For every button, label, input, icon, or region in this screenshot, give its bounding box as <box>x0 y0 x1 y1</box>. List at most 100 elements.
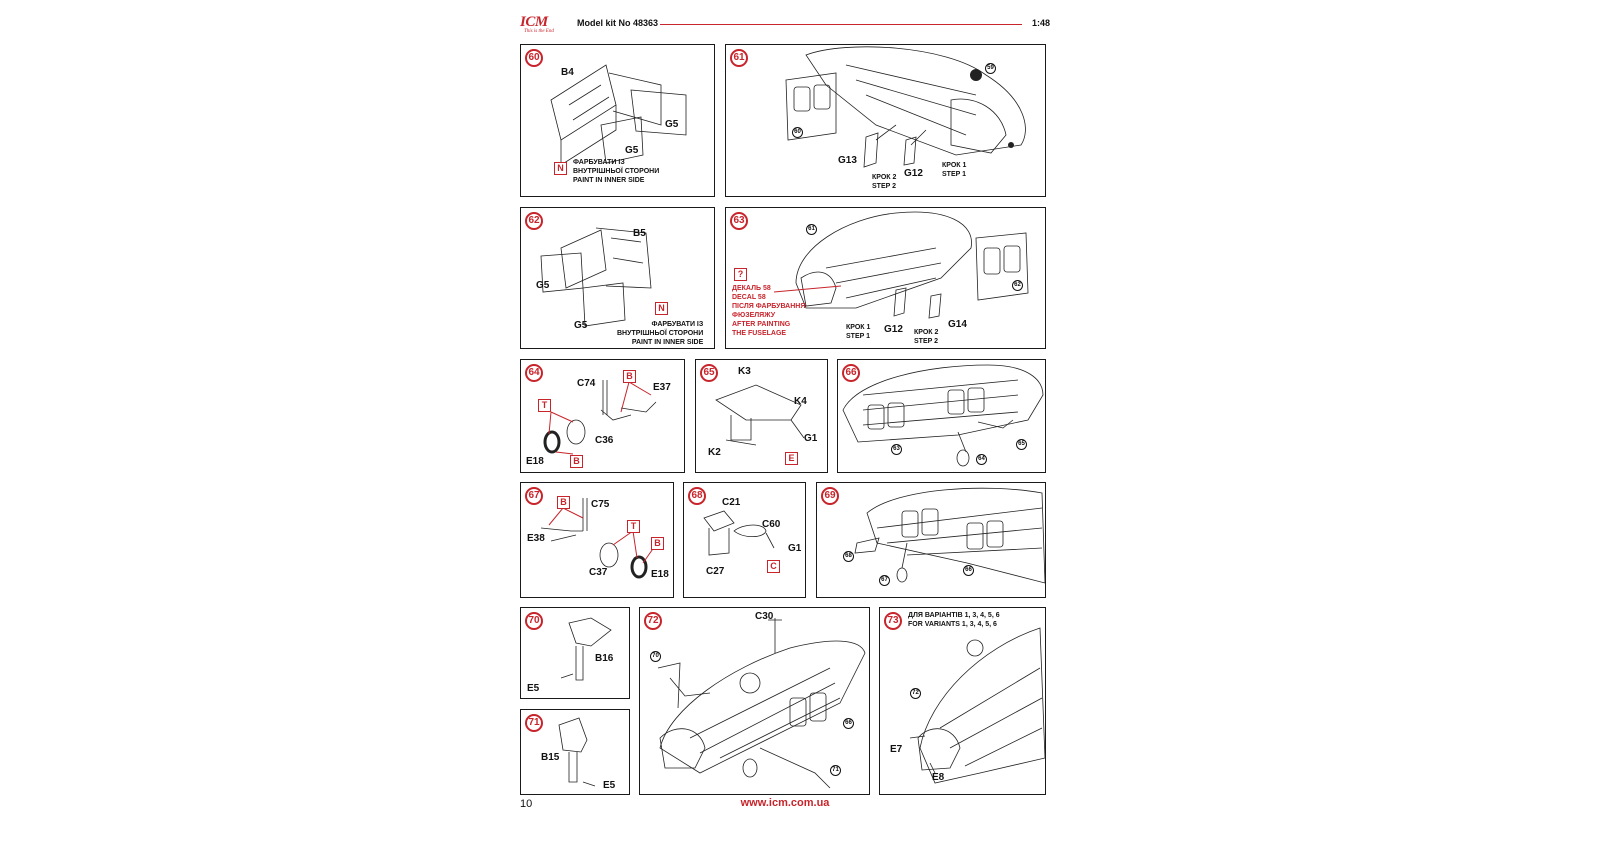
part-g5: G5 <box>665 119 679 130</box>
part-b5: B5 <box>633 228 646 239</box>
step-67-panel: 67 B C75 E38 T B C37 E18 <box>520 482 674 598</box>
part-k2: K2 <box>708 447 721 458</box>
step-71-panel: 71 B15 E5 <box>520 709 630 795</box>
paint-note: ФАРБУВАТИ ІЗ ВНУТРІШНЬОЇ СТОРОНИ PAINT I… <box>573 159 660 184</box>
ref-70: 70 <box>650 651 661 662</box>
part-g1: G1 <box>788 543 802 554</box>
step-71-number: 71 <box>525 714 543 732</box>
part-c27: C27 <box>706 566 725 577</box>
step-1-note: КРОК 1 STEP 1 <box>846 324 871 340</box>
part-b15: B15 <box>541 752 560 763</box>
step-61-number: 61 <box>730 49 748 67</box>
ref-67: 67 <box>879 575 890 586</box>
step-64-number: 64 <box>525 364 543 382</box>
ref-61: 61 <box>806 224 817 235</box>
paint-note: ФАРБУВАТИ ІЗ ВНУТРІШНЬОЇ СТОРОНИ PAINT I… <box>617 321 704 346</box>
paint-mark-c: C <box>767 560 780 573</box>
step-68-drawing <box>703 510 775 556</box>
icm-logo: ICM This is the End <box>520 14 554 34</box>
scale-label: 1:48 <box>1031 18 1050 28</box>
step-70-panel: 70 B16 E5 <box>520 607 630 699</box>
part-e38: E38 <box>527 533 545 544</box>
kit-number: Model kit No 48363 <box>577 18 659 28</box>
page-number: 10 <box>520 798 533 810</box>
ref-59: 59 <box>985 63 996 74</box>
header-rule <box>660 24 1022 25</box>
step-66-drawing <box>842 364 1044 467</box>
part-e7: E7 <box>890 744 903 755</box>
step-63-number: 63 <box>730 212 748 230</box>
step-72-number: 72 <box>644 612 662 630</box>
step-60-number: 60 <box>525 49 543 67</box>
part-g12: G12 <box>904 168 923 179</box>
decal-note: ДЕКАЛЬ 58 DECAL 58 ПІСЛЯ ФАРБУВАННЯ ФЮЗЕ… <box>732 285 806 337</box>
step-70-drawing <box>560 617 612 681</box>
ref-66: 66 <box>963 565 974 576</box>
part-c36: C36 <box>595 435 614 446</box>
paint-mark-b: B <box>557 496 570 509</box>
step-70-number: 70 <box>525 612 543 630</box>
step-69-drawing <box>854 487 1045 584</box>
step-66-number: 66 <box>842 364 860 382</box>
part-g5: G5 <box>536 280 550 291</box>
page-header: ICM This is the End Model kit No 48363 1… <box>520 14 1050 36</box>
step-1-note: КРОК 1 STEP 1 <box>942 162 967 178</box>
paint-mark-t: T <box>538 399 551 412</box>
step-73-number: 73 <box>884 612 902 630</box>
step-65-panel: 65 K3 K4 G1 K2 E <box>695 359 828 473</box>
paint-mark-b: B <box>623 370 636 383</box>
part-e37: E37 <box>653 382 671 393</box>
step-73-drawing <box>909 627 1045 784</box>
step-65-drawing <box>715 384 805 446</box>
part-g13: G13 <box>838 155 857 166</box>
step-62-drawing <box>540 227 652 327</box>
ref-63: 63 <box>891 444 902 455</box>
step-60-panel: 60 B4 G5 G5 N ФАРБУВАТИ ІЗ ВНУТРІШНЬОЇ С… <box>520 44 715 197</box>
part-c21: C21 <box>722 497 741 508</box>
step-67-number: 67 <box>525 487 543 505</box>
part-c75: C75 <box>591 499 610 510</box>
website-link[interactable]: www.icm.com.ua <box>740 797 830 809</box>
paint-mark-n: N <box>554 162 567 175</box>
ref-65: 65 <box>1016 439 1027 450</box>
step-61-drawing <box>785 46 1026 168</box>
part-e5: E5 <box>527 683 540 694</box>
step-62-panel: 62 B5 G5 G5 N ФАРБУВАТИ ІЗ ВНУТРІШНЬОЇ С… <box>520 207 715 349</box>
part-k3: K3 <box>738 366 751 377</box>
decal-mark: ? <box>734 268 747 281</box>
part-e18: E18 <box>651 569 669 580</box>
step-72-panel: 72 C30 70 66 71 <box>639 607 870 795</box>
part-g5: G5 <box>574 320 588 331</box>
step-68-number: 68 <box>688 487 706 505</box>
paint-mark-n: N <box>655 302 668 315</box>
step-63-drawing <box>773 211 1029 319</box>
paint-mark-t: T <box>627 520 640 533</box>
part-b16: B16 <box>595 653 614 664</box>
part-c30: C30 <box>755 611 774 622</box>
step-73-panel: 73 ДЛЯ ВАРІАНТІВ 1, 3, 4, 5, 6 FOR VARIA… <box>879 607 1046 795</box>
step-66-panel: 66 63 64 65 <box>837 359 1046 473</box>
paint-mark-e: E <box>785 452 798 465</box>
step-64-panel: 64 C74 B E37 T C36 E18 B <box>520 359 685 473</box>
paint-mark-b: B <box>651 537 664 550</box>
ref-72: 72 <box>910 688 921 699</box>
part-g5: G5 <box>625 145 639 156</box>
step-63-panel: 63 61 62 ? ДЕКАЛЬ 58 DECAL 58 ПІСЛЯ ФАРБ… <box>725 207 1046 349</box>
step-69-number: 69 <box>821 487 839 505</box>
part-c60: C60 <box>762 519 781 530</box>
paint-mark-b: B <box>570 455 583 468</box>
ref-66: 66 <box>843 718 854 729</box>
ref-64: 64 <box>976 454 987 465</box>
step-2-note: КРОК 2 STEP 2 <box>872 174 897 190</box>
part-b4: B4 <box>561 67 574 78</box>
part-g1: G1 <box>804 433 818 444</box>
step-68-panel: 68 C21 C60 G1 C27 C <box>683 482 806 598</box>
step-62-number: 62 <box>525 212 543 230</box>
step-2-note: КРОК 2 STEP 2 <box>914 329 939 345</box>
step-69-panel: 69 68 67 66 <box>816 482 1046 598</box>
ref-62: 62 <box>1012 280 1023 291</box>
instruction-sheet: ICM This is the End Model kit No 48363 1… <box>520 0 1050 850</box>
step-72-drawing <box>657 618 866 789</box>
step-65-number: 65 <box>700 364 718 382</box>
part-e18: E18 <box>526 456 544 467</box>
